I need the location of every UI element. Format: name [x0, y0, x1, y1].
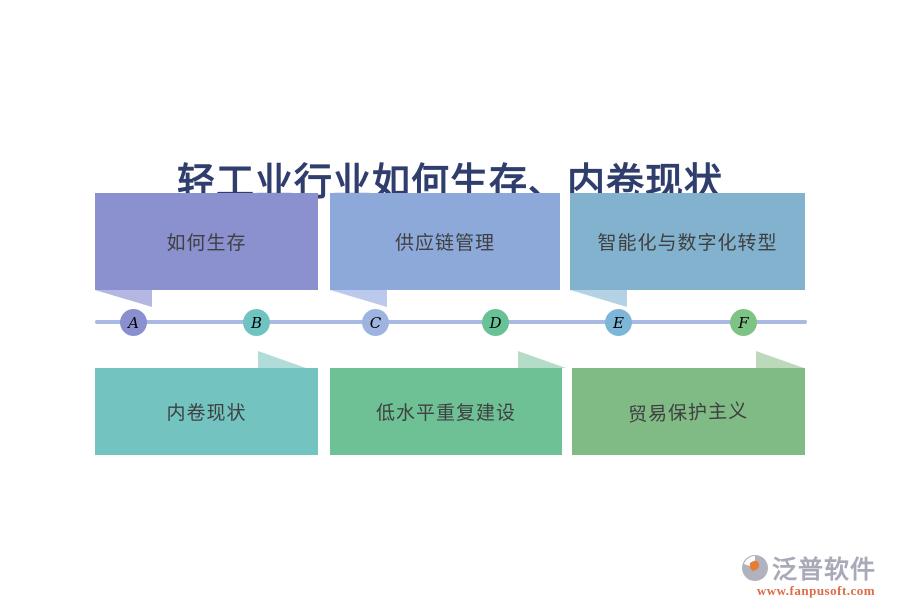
topic-box-label: 内卷现状: [166, 403, 247, 424]
fanpu-logo-icon: [742, 555, 768, 581]
topic-box-label: 供应链管理: [394, 233, 495, 254]
vendor-name: 泛普软件: [772, 557, 877, 584]
vendor-logo[interactable]: 泛普软件 www.fanpusoft.com: [741, 550, 891, 599]
timeline-node-d[interactable]: D: [482, 309, 509, 336]
topic-box-low-level-duplication[interactable]: 低水平重复建设: [330, 368, 562, 455]
timeline-line: [95, 320, 807, 324]
topic-box-involution-status[interactable]: 内卷现状: [95, 368, 318, 455]
topic-box-label: 如何生存: [166, 233, 247, 254]
topic-box-digital-transformation[interactable]: 智能化与数字化转型: [570, 193, 805, 290]
topic-box-label: 智能化与数字化转型: [597, 233, 778, 254]
bubble-tail: [570, 290, 627, 307]
topic-box-how-to-survive[interactable]: 如何生存: [95, 193, 318, 290]
timeline-node-f[interactable]: F: [730, 309, 757, 336]
topic-box-label: 贸易保护主义: [628, 400, 749, 427]
bubble-tail: [95, 290, 152, 307]
bubble-tail: [258, 351, 306, 368]
bubble-tail: [518, 351, 566, 368]
topic-box-label: 低水平重复建设: [375, 403, 516, 424]
timeline-node-b[interactable]: B: [243, 309, 270, 336]
timeline-node-c[interactable]: C: [362, 309, 389, 336]
bubble-tail: [756, 351, 804, 368]
bubble-tail: [330, 290, 387, 307]
topic-box-trade-protectionism[interactable]: 贸易保护主义: [572, 368, 805, 455]
timeline-node-a[interactable]: A: [120, 309, 147, 336]
timeline-node-e[interactable]: E: [605, 309, 632, 336]
topic-box-supply-chain[interactable]: 供应链管理: [330, 193, 560, 290]
vendor-url[interactable]: www.fanpusoft.com: [756, 583, 876, 598]
